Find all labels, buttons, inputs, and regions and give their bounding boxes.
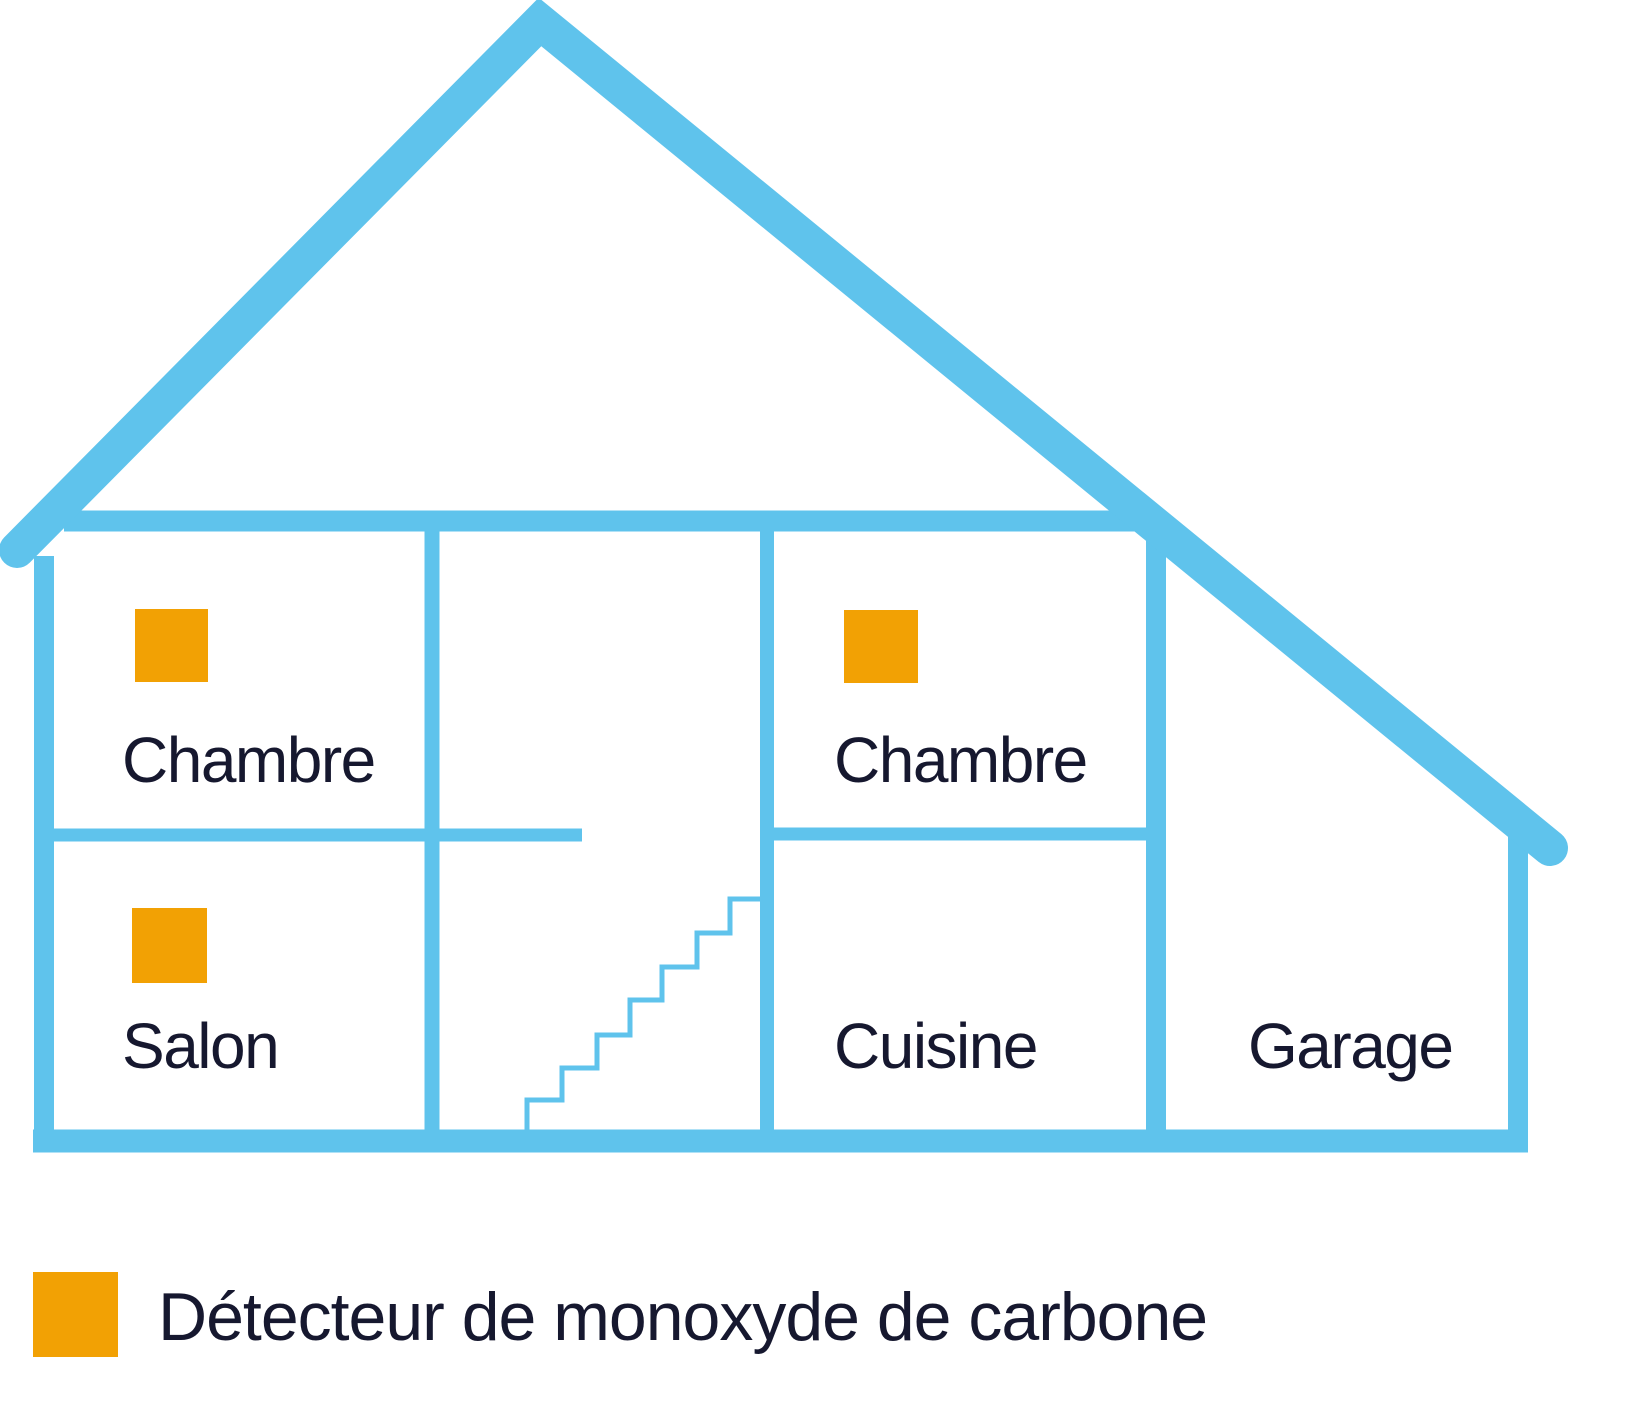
house-structure: [0, 0, 1568, 1153]
staircase: [524, 896, 766, 1134]
room-label-upper-left-chambre: Chambre: [122, 724, 375, 796]
room-label-garage: Garage: [1248, 1010, 1452, 1082]
room-label-cuisine: Cuisine: [834, 1010, 1037, 1082]
legend-label: Détecteur de monoxyde de carbone: [158, 1279, 1207, 1355]
co-detector-icon-upper-left-chambre: [135, 609, 208, 682]
co-detector-icon-upper-right-chambre: [844, 610, 918, 683]
room-label-upper-right-chambre: Chambre: [834, 724, 1087, 796]
detector-markers: [132, 609, 918, 983]
legend: Détecteur de monoxyde de carbone: [33, 1272, 1208, 1357]
co-detector-icon-salon: [132, 908, 207, 983]
detector-square-icon: [33, 1272, 118, 1357]
room-label-salon: Salon: [122, 1010, 278, 1082]
roof-outline: [0, 0, 1568, 866]
room-labels: Chambre Chambre Salon Cuisine Garage: [122, 724, 1454, 1082]
